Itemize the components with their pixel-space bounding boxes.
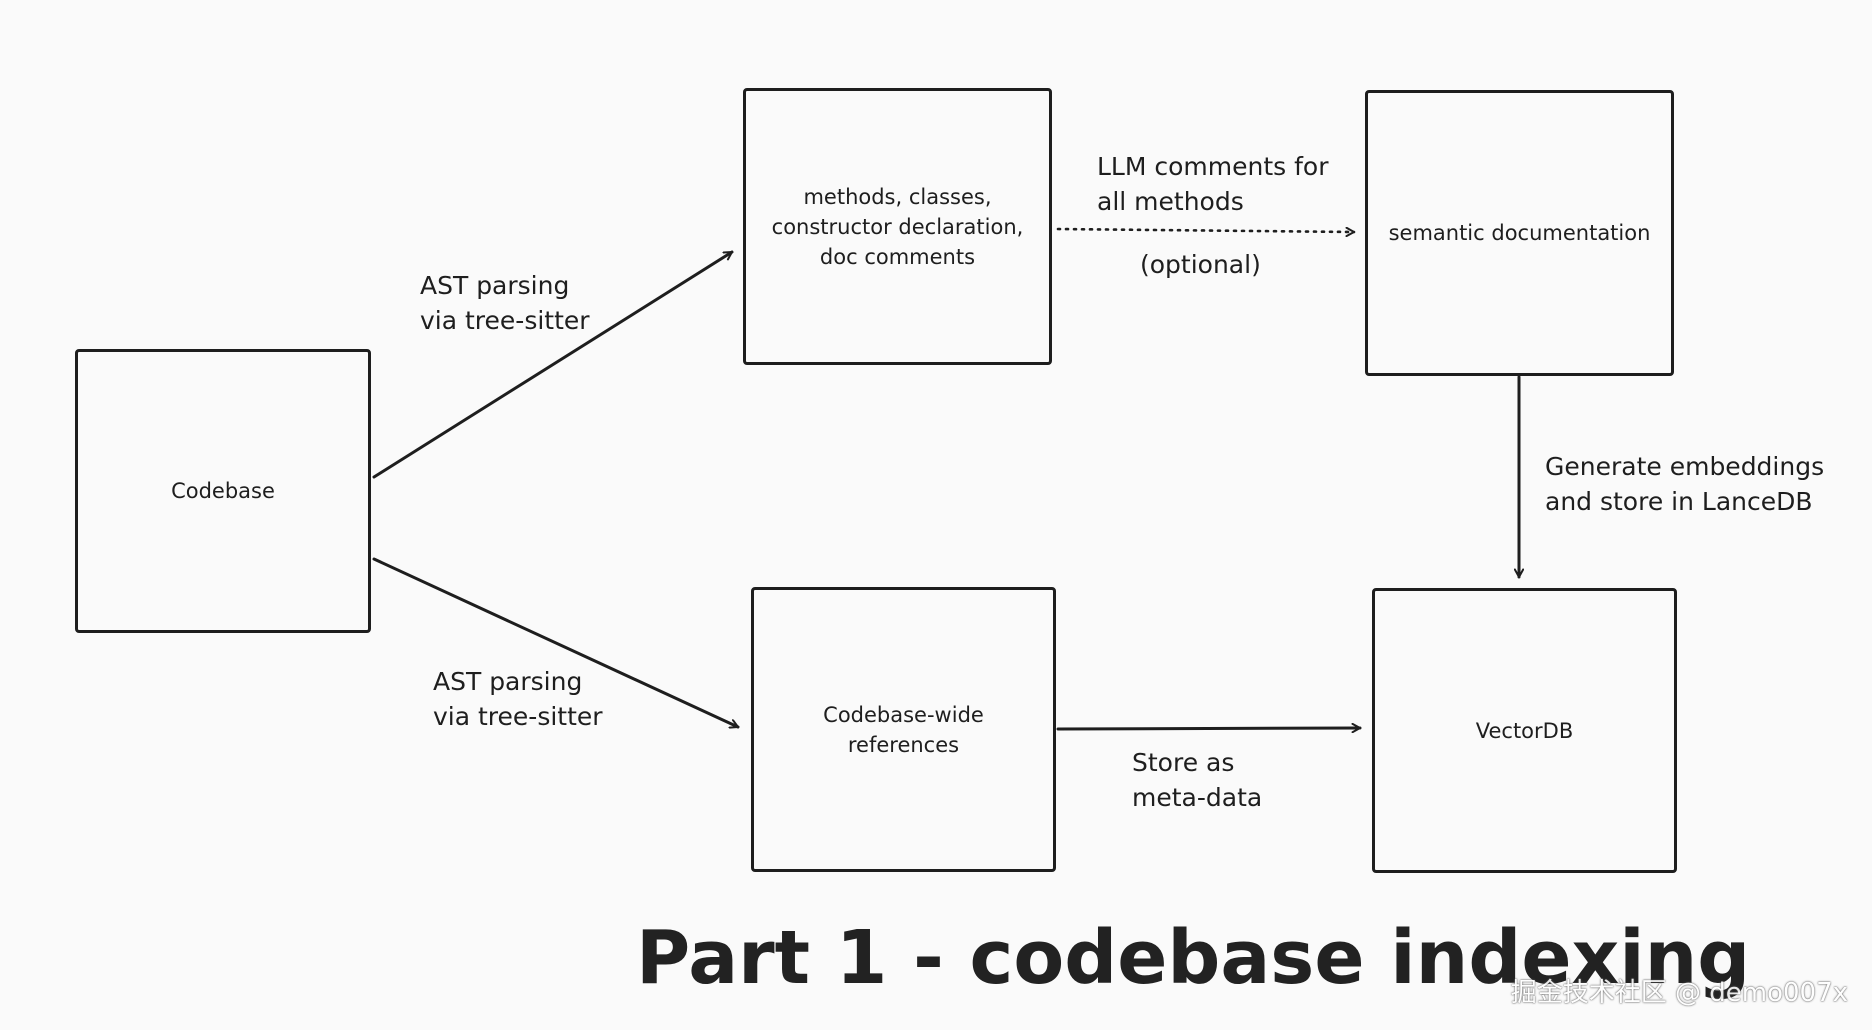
node-methods-classes: methods, classes, constructor declaratio… — [743, 88, 1052, 365]
arrow-codebase-to-methods — [372, 250, 734, 479]
node-codebase-wide-references-label: Codebase-wide references — [823, 702, 984, 757]
node-methods-classes-label: methods, classes, constructor declaratio… — [771, 184, 1024, 269]
arrow-codebase-to-references — [372, 557, 740, 727]
edge-label-optional: (optional) — [1140, 250, 1261, 279]
arrow-references-to-vectordb — [1056, 728, 1362, 729]
node-codebase-label: Codebase — [171, 479, 275, 503]
node-semantic-documentation: semantic documentation — [1365, 90, 1674, 376]
node-semantic-documentation-label: semantic documentation — [1388, 221, 1651, 245]
watermark-text: 掘金技术社区 @ demo007x — [1510, 978, 1848, 1008]
node-codebase: Codebase — [75, 349, 371, 633]
node-codebase-wide-references: Codebase-wide references — [751, 587, 1056, 872]
edge-label-generate-embeddings: Generate embeddings and store in LanceDB — [1545, 452, 1825, 516]
edge-label-ast-parsing-top: AST parsing via tree-sitter — [420, 271, 590, 335]
arrow-methods-to-semantic-docs — [1056, 229, 1356, 232]
edge-label-ast-parsing-bottom: AST parsing via tree-sitter — [433, 667, 603, 731]
node-vectordb: VectorDB — [1372, 588, 1677, 873]
diagram-title: Part 1 - codebase indexing — [636, 915, 1751, 1001]
edge-label-store-as-metadata: Store as meta-data — [1132, 748, 1263, 812]
edge-label-llm-comments: LLM comments for all methods — [1097, 152, 1329, 216]
node-vectordb-label: VectorDB — [1475, 718, 1574, 743]
